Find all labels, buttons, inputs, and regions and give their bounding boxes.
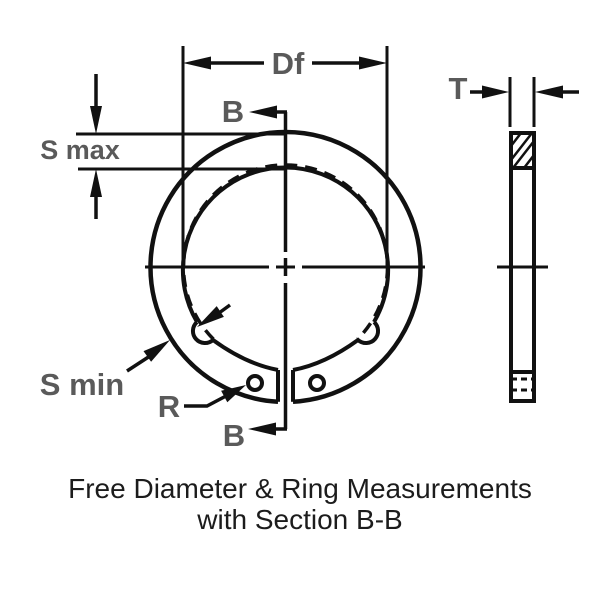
smax-arrow-up bbox=[90, 169, 102, 197]
hatch-line bbox=[510, 132, 533, 161]
t-dimension bbox=[470, 77, 579, 127]
caption-line-1: Free Diameter & Ring Measurements bbox=[68, 473, 532, 504]
dimension-labels: Df B B S max S min R T bbox=[40, 46, 468, 453]
section-view bbox=[497, 131, 548, 403]
df-dimension bbox=[181, 46, 389, 267]
b-label-top: B bbox=[222, 94, 244, 129]
section-hatching bbox=[510, 132, 535, 169]
r-leader-line bbox=[184, 394, 227, 408]
t-arrow-left bbox=[482, 85, 509, 99]
smin-label: S min bbox=[40, 367, 124, 402]
b-label-bottom: B bbox=[223, 418, 245, 453]
smin-arrow-outer bbox=[143, 340, 170, 362]
left-lug-inner-edge bbox=[190, 320, 279, 372]
smin-arrow-inner bbox=[197, 306, 224, 327]
smax-arrow-down bbox=[90, 106, 102, 134]
smax-dimension bbox=[76, 74, 285, 219]
ring-front-view bbox=[145, 112, 425, 429]
caption-line-2: with Section B-B bbox=[197, 504, 403, 535]
t-arrow-right bbox=[535, 85, 563, 99]
right-lug-inner-edge bbox=[292, 320, 381, 372]
section-arrow-bottom bbox=[248, 422, 276, 436]
hatch-line bbox=[510, 132, 522, 147]
smin-dimension bbox=[126, 303, 232, 373]
section-arrows bbox=[248, 105, 287, 436]
r-label: R bbox=[158, 389, 180, 424]
left-lug-hole bbox=[246, 374, 264, 392]
hatch-line bbox=[512, 140, 535, 169]
r-dimension bbox=[184, 385, 246, 408]
smax-label: S max bbox=[40, 135, 120, 165]
df-label: Df bbox=[272, 46, 305, 81]
hatch-line bbox=[523, 154, 535, 169]
t-label: T bbox=[449, 71, 468, 106]
df-arrow-left bbox=[183, 56, 211, 70]
smin-leader-outer bbox=[126, 354, 151, 373]
df-arrow-right bbox=[359, 56, 387, 70]
section-arrow-top bbox=[249, 105, 277, 119]
right-lug-hole bbox=[308, 374, 326, 392]
smin-leader-inner bbox=[217, 303, 232, 315]
r-arrow bbox=[221, 385, 246, 403]
